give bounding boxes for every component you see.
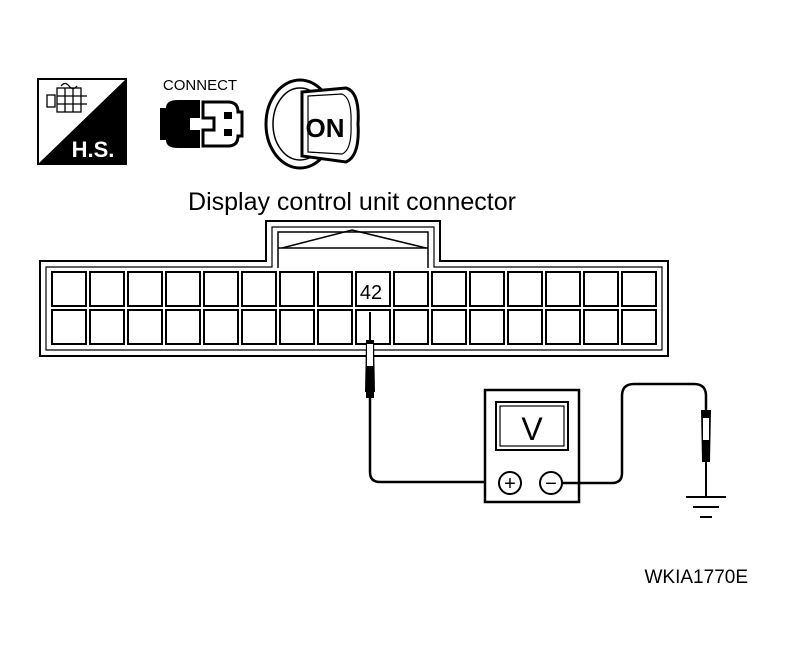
terminal-cavity: [241, 271, 277, 307]
figure-code: WKIA1770E: [645, 567, 749, 588]
terminal-grid: [51, 271, 657, 345]
terminal-number-label: 42: [360, 282, 382, 304]
terminal-cavity: [355, 271, 391, 307]
terminal-cavity: [545, 271, 581, 307]
terminal-cavity: [355, 309, 391, 345]
negative-probe: [701, 410, 711, 496]
connect-label: CONNECT: [163, 77, 237, 94]
terminal-cavity: [507, 309, 543, 345]
ignition-on-label: ON: [306, 113, 345, 143]
terminal-cavity: [469, 309, 505, 345]
terminal-cavity: [469, 271, 505, 307]
terminal-cavity: [51, 271, 87, 307]
harness-side-icon: H.S.: [37, 78, 127, 165]
connector-body: 42: [39, 220, 669, 357]
connect-icon: CONNECT: [160, 77, 244, 148]
terminal-cavity: [165, 271, 201, 307]
terminal-cavity: [89, 271, 125, 307]
terminal-cavity: [317, 271, 353, 307]
minus-symbol: −: [545, 473, 557, 495]
terminal-cavity: [507, 271, 543, 307]
terminal-cavity: [241, 309, 277, 345]
terminal-cavity: [127, 271, 163, 307]
terminal-cavity: [203, 271, 239, 307]
terminal-cavity: [127, 309, 163, 345]
positive-terminal: [498, 471, 522, 495]
terminal-cavity: [51, 309, 87, 345]
terminal-cavity: [203, 309, 239, 345]
ignition-on-icon: ON: [264, 78, 360, 170]
terminal-cavity: [279, 309, 315, 345]
terminal-cavity: [89, 309, 125, 345]
harness-side-label: H.S.: [72, 137, 115, 162]
terminal-cavity: [583, 271, 619, 307]
positive-probe: [365, 312, 375, 398]
terminal-cavity: [279, 271, 315, 307]
terminal-cavity: [431, 271, 467, 307]
terminal-cavity: [583, 309, 619, 345]
ground-symbol-icon: [686, 496, 726, 518]
connector-lock-tab: [277, 229, 429, 268]
terminal-cavity: [393, 309, 429, 345]
negative-lead-wire: [562, 382, 708, 485]
plus-symbol: +: [504, 473, 516, 495]
voltmeter: V + −: [483, 388, 581, 504]
terminal-cavity: [317, 309, 353, 345]
terminal-cavity: [621, 309, 657, 345]
terminal-cavity: [393, 271, 429, 307]
voltmeter-display: V: [521, 411, 543, 447]
terminal-cavity: [431, 309, 467, 345]
positive-lead-wire: [368, 398, 498, 484]
terminal-cavity: [165, 309, 201, 345]
terminal-cavity: [545, 309, 581, 345]
terminal-cavity: [621, 271, 657, 307]
connector-title: Display control unit connector: [188, 188, 516, 216]
